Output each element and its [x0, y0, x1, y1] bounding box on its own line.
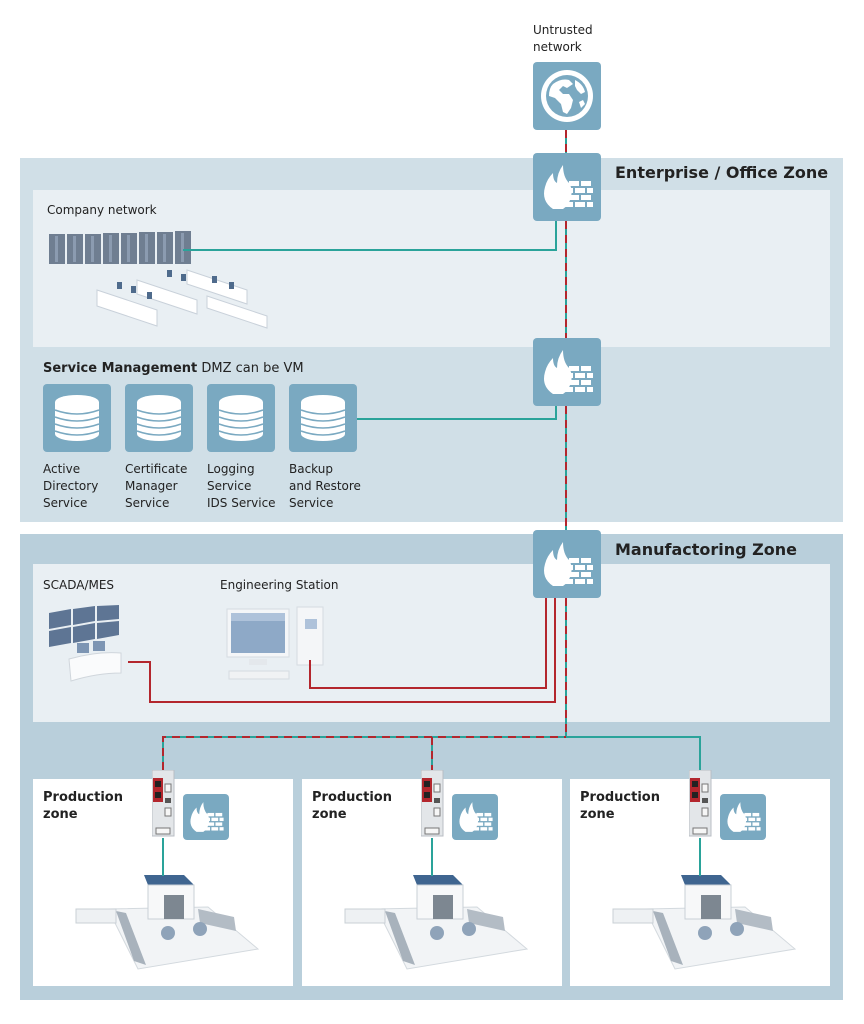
production-machine-icon[interactable]: [605, 869, 805, 979]
desktop-computer-icon: [226, 606, 324, 680]
firewall-appliance-icon: [151, 769, 175, 837]
untrusted-network-label: Untrusted network: [533, 22, 593, 56]
firewall-icon: [544, 165, 593, 209]
scada-mes-label: SCADA/MES: [43, 578, 115, 592]
untrusted-label-line2: network: [533, 40, 582, 54]
production-zone-label-line1: Production: [312, 790, 392, 805]
production-firewall-device[interactable]: [420, 769, 445, 838]
globe-icon: [541, 70, 593, 122]
service-label-line: Logging: [207, 462, 255, 476]
production-zone-label-line2: zone: [43, 807, 78, 822]
scada-mes-node[interactable]: [47, 603, 147, 683]
service-label-line: Active: [43, 462, 81, 476]
service-node[interactable]: [289, 384, 357, 452]
production-machine-icon[interactable]: [337, 869, 537, 979]
production-zone-label-line1: Production: [43, 790, 123, 805]
service-label-line: IDS Service: [207, 496, 276, 510]
production-zone-label-line2: zone: [580, 807, 615, 822]
database-icon: [300, 395, 346, 441]
control-room-icon: [49, 605, 122, 682]
firewall-icon: [727, 802, 761, 832]
production-machine-icon[interactable]: [68, 869, 268, 979]
dmz-firewall[interactable]: [533, 338, 601, 406]
production-firewall-device[interactable]: [151, 769, 176, 838]
service-label-line: Backup: [289, 462, 333, 476]
service-label-line: Service: [43, 496, 88, 510]
engineering-station-node[interactable]: [225, 603, 335, 683]
database-icon: [218, 395, 264, 441]
production-zone-label-line2: zone: [312, 807, 347, 822]
manufacturing-firewall[interactable]: [533, 530, 601, 598]
service-label-line: Service: [125, 496, 170, 510]
production-zone: Production zone: [33, 779, 293, 986]
service-management-title-bold: Service Management: [43, 361, 198, 376]
service-node[interactable]: [125, 384, 193, 452]
production-firewall-tile: [452, 794, 498, 840]
scada-engineering-area: [33, 564, 830, 722]
firewall-icon: [459, 802, 493, 832]
production-firewall-device[interactable]: [688, 769, 713, 838]
company-network-illustration[interactable]: [47, 230, 277, 342]
firewall-icon: [190, 802, 224, 832]
production-zone-label: Production zone: [43, 789, 123, 823]
service-management-title-rest: DMZ can be VM: [197, 361, 304, 376]
production-zone-label: Production zone: [580, 789, 660, 823]
service-label-line: Service: [207, 479, 252, 493]
service-node[interactable]: [43, 384, 111, 452]
company-network-label: Company network: [47, 203, 157, 217]
service-label-line: Service: [289, 496, 334, 510]
database-icon: [136, 395, 182, 441]
firewall-icon: [544, 350, 593, 394]
production-firewall-tile: [720, 794, 766, 840]
service-label-line: and Restore: [289, 479, 361, 493]
firewall-icon: [544, 542, 593, 586]
production-firewall-tile: [183, 794, 229, 840]
untrusted-label-line1: Untrusted: [533, 23, 593, 37]
service-node[interactable]: [207, 384, 275, 452]
production-zone-label: Production zone: [312, 789, 392, 823]
server-racks-and-office-icon: [49, 231, 268, 329]
production-zone-label-line1: Production: [580, 790, 660, 805]
company-network-area: [33, 190, 830, 347]
manufacturing-zone-title: Manufactoring Zone: [615, 540, 798, 559]
service-label-line: Certificate: [125, 462, 188, 476]
database-icon: [54, 395, 100, 441]
enterprise-firewall[interactable]: [533, 153, 601, 221]
firewall-appliance-icon: [420, 769, 444, 837]
service-label-line: Directory: [43, 479, 99, 493]
service-label-line: Manager: [125, 479, 178, 493]
firewall-appliance-icon: [688, 769, 712, 837]
engineering-station-label: Engineering Station: [220, 578, 339, 592]
service-management-title: Service Management DMZ can be VM: [43, 360, 304, 377]
enterprise-zone-title: Enterprise / Office Zone: [615, 163, 829, 182]
untrusted-network-node[interactable]: [533, 62, 601, 130]
